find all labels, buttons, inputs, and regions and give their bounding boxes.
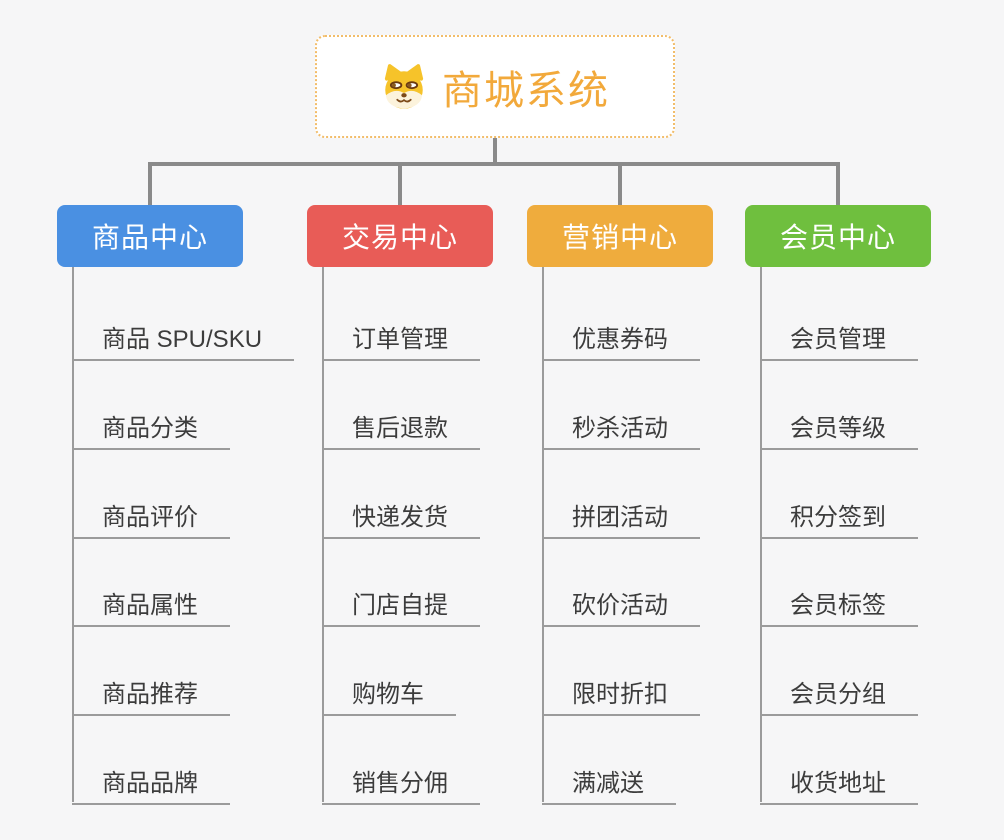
child-trunk-product — [72, 267, 74, 802]
leaf-node-member-5[interactable]: 收货地址 — [760, 744, 918, 805]
child-trunk-member — [760, 267, 762, 802]
leaf-node-member-4[interactable]: 会员分组 — [760, 655, 918, 716]
branch-member-center[interactable]: 会员中心 — [745, 205, 931, 267]
leaf-node-trade-2[interactable]: 快递发货 — [322, 478, 480, 539]
connector-root-trunk — [493, 138, 497, 166]
branch-trade-center[interactable]: 交易中心 — [307, 205, 493, 267]
leaf-node-product-1[interactable]: 商品分类 — [72, 389, 230, 450]
branch-product-center[interactable]: 商品中心 — [57, 205, 243, 267]
leaf-node-trade-0[interactable]: 订单管理 — [322, 300, 480, 361]
branch-trade-center-label: 交易中心 — [341, 222, 458, 253]
leaf-node-marketing-3[interactable]: 砍价活动 — [542, 566, 700, 627]
leaf-node-product-4[interactable]: 商品推荐 — [72, 655, 230, 716]
leaf-node-member-2[interactable]: 积分签到 — [760, 478, 918, 539]
leaf-node-member-3[interactable]: 会员标签 — [760, 566, 918, 627]
child-trunk-trade — [322, 267, 324, 802]
doge-face-icon — [380, 63, 428, 111]
branch-marketing-center-label: 营销中心 — [561, 222, 678, 253]
branch-member-center-label: 会员中心 — [779, 222, 896, 253]
leaf-node-marketing-4[interactable]: 限时折扣 — [542, 655, 700, 716]
leaf-node-product-2[interactable]: 商品评价 — [72, 478, 230, 539]
leaf-node-marketing-5[interactable]: 满减送 — [542, 744, 676, 805]
leaf-node-member-0[interactable]: 会员管理 — [760, 300, 918, 361]
leaf-node-product-5[interactable]: 商品品牌 — [72, 744, 230, 805]
leaf-node-member-1[interactable]: 会员等级 — [760, 389, 918, 450]
leaf-node-marketing-2[interactable]: 拼团活动 — [542, 478, 700, 539]
root-node[interactable]: 商城系统 — [315, 35, 675, 138]
connector-drop-marketing — [618, 162, 622, 208]
child-trunk-marketing — [542, 267, 544, 802]
leaf-node-marketing-1[interactable]: 秒杀活动 — [542, 389, 700, 450]
connector-bus — [148, 162, 840, 166]
leaf-node-trade-5[interactable]: 销售分佣 — [322, 744, 480, 805]
connector-drop-product — [148, 162, 152, 208]
leaf-node-marketing-0[interactable]: 优惠券码 — [542, 300, 700, 361]
connector-drop-trade — [398, 162, 402, 208]
root-label: 商城系统 — [442, 68, 610, 113]
leaf-node-trade-1[interactable]: 售后退款 — [322, 389, 480, 450]
leaf-node-trade-3[interactable]: 门店自提 — [322, 566, 480, 627]
branch-marketing-center[interactable]: 营销中心 — [527, 205, 713, 267]
leaf-node-product-3[interactable]: 商品属性 — [72, 566, 230, 627]
connector-drop-member — [836, 162, 840, 208]
leaf-node-product-0[interactable]: 商品 SPU/SKU — [72, 300, 295, 361]
branch-product-center-label: 商品中心 — [91, 222, 208, 253]
leaf-node-trade-4[interactable]: 购物车 — [322, 655, 456, 716]
